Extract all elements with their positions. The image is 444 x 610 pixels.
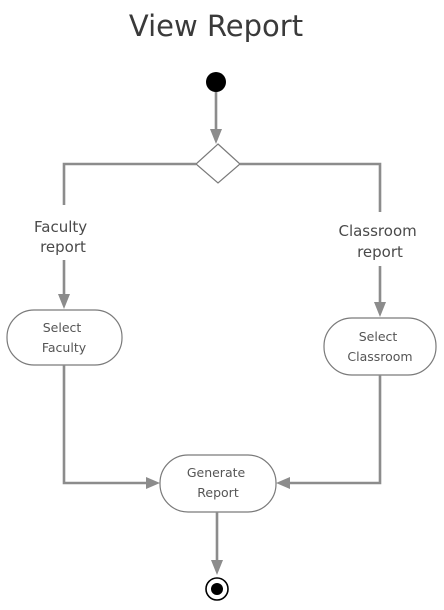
select-faculty-label: Select Faculty [42,320,87,355]
arrow-faculty-to-generate [146,477,160,489]
guard-faculty-report: Faculty report [34,218,92,256]
guard-classroom-report: Classroom report [338,222,421,261]
final-node-inner [211,583,223,595]
arrow-to-select-classroom [374,302,386,317]
initial-node [206,72,226,92]
select-faculty-line-1: Select [43,320,82,335]
select-classroom-label: Select Classroom [347,329,412,364]
action-select-classroom [323,317,437,376]
decision-node [195,143,241,184]
generate-report-label: Generate Report [187,465,249,500]
edge-classroom-to-generate [288,375,382,485]
action-select-faculty [6,309,123,366]
arrow-generate-to-final [211,560,223,575]
edge-faculty-to-generate [62,365,148,485]
action-generate-report [159,454,277,513]
guard-faculty-line-2: report [40,238,86,256]
arrow-classroom-to-generate [276,477,290,489]
generate-report-line-2: Report [197,485,239,500]
select-classroom-line-1: Select [359,329,398,344]
select-faculty-line-2: Faculty [42,340,87,355]
edge-decision-to-faculty [62,162,196,205]
guard-faculty-line-1: Faculty [34,218,87,236]
guard-classroom-line-1: Classroom [338,222,416,240]
arrow-initial-to-decision [210,129,222,144]
select-classroom-line-2: Classroom [347,349,412,364]
guard-classroom-line-2: report [357,243,403,261]
diagram-title: View Report [129,9,303,43]
generate-report-line-1: Generate [187,465,246,480]
edge-decision-to-classroom [240,162,382,212]
arrow-to-select-faculty [58,294,70,309]
